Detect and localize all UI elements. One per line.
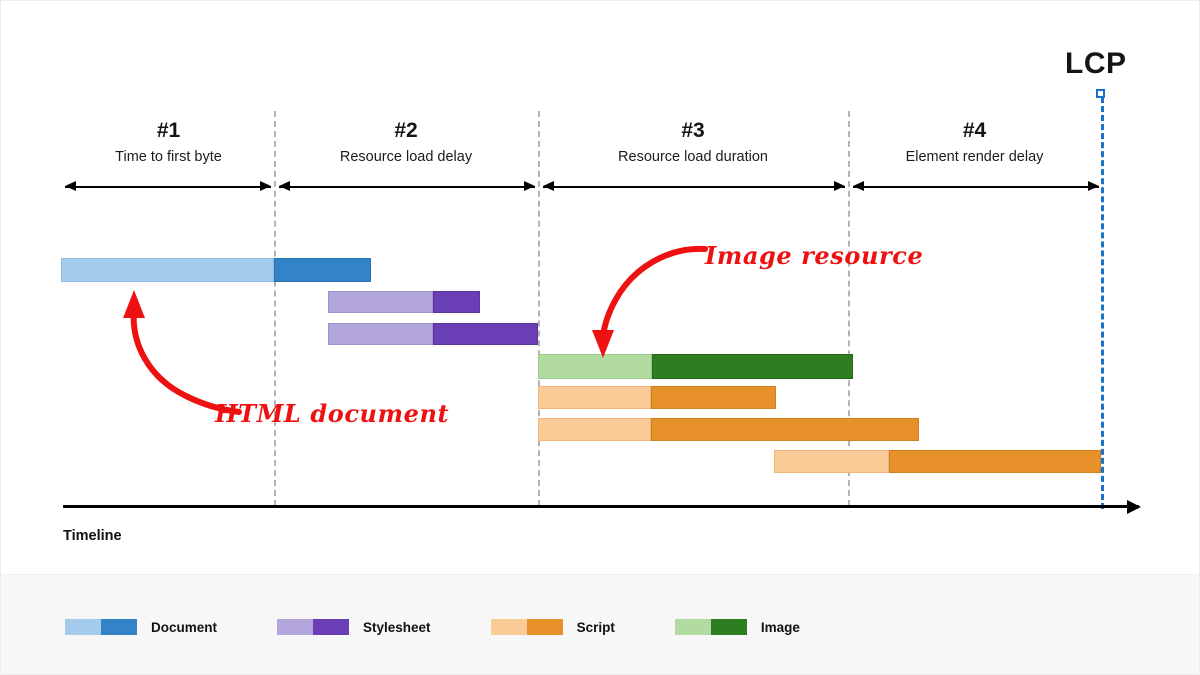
bar-segment-transfer [433,323,538,345]
legend-label-stylesheet: Stylesheet [363,619,431,635]
arrow-head-right-icon [260,181,271,191]
swatch-light [65,619,101,635]
bar-segment-transfer [433,291,480,313]
bar-segment-wait [538,354,652,379]
bar-segment-wait [328,291,433,313]
gridline-phase-1-2 [274,111,276,506]
html-document-annotation-text: HTML document [215,399,450,428]
arrow-shaft [65,186,271,188]
swatch-light [277,619,314,635]
legend-label-document: Document [151,619,218,635]
bar-segment-wait [61,258,274,282]
legend-swatch-stylesheet [277,619,350,635]
gridline-phase-2-3 [538,111,540,506]
phase-4-number: #4 [962,119,987,142]
phase-2-measure-arrow [279,181,535,192]
image-resource-annotation-arrow-icon [592,245,708,358]
swatch-light [674,619,711,635]
legend-swatch-script [490,619,563,635]
bar-segment-transfer [889,450,1101,473]
bar-segment-wait [774,450,889,473]
swatch-dark [526,619,563,635]
bar-script-3 [774,450,1101,473]
phase-2-name: Resource load delay [339,149,473,166]
arrow-head-right-icon [524,181,535,191]
phase-1: #1 Time to first byte [63,119,274,167]
bar-stylesheet-1 [328,291,480,313]
legend-item-stylesheet: Stylesheet [277,619,431,635]
image-resource-annotation-text: Image resource [705,241,924,270]
bar-segment-transfer [651,418,919,441]
bar-segment-transfer [652,354,853,379]
bar-segment-transfer [274,258,371,282]
phase-4-name: Element render delay [905,149,1044,166]
phase-1-number: #1 [156,119,181,142]
legend-items: Document Stylesheet Script [65,619,860,635]
bar-segment-transfer [651,386,776,409]
legend-item-image: Image [674,619,800,635]
phase-2: #2 Resource load delay [274,119,538,167]
arrow-shaft [853,186,1099,188]
timeline-axis-label: Timeline [63,528,122,544]
bar-script-2 [538,418,919,441]
phase-3: #3 Resource load duration [538,119,848,167]
phase-4: #4 Element render delay [848,119,1101,167]
legend-item-document: Document [65,619,217,635]
phase-3-measure-arrow [543,181,845,192]
bar-stylesheet-2 [328,323,538,345]
legend-label-script: Script [576,619,615,635]
timeline-axis [63,505,1139,508]
timeline-axis-arrow-icon [1127,500,1141,514]
phase-3-number: #3 [681,119,705,142]
phase-4-measure-arrow [853,181,1099,192]
arrow-shaft [279,186,535,188]
bar-image [538,354,853,379]
gridline-phase-3-4 [848,111,850,506]
swatch-light [490,619,527,635]
chart-plot-area: LCP #1 Time to first byte #2 Resource lo… [1,1,1199,574]
phase-1-name: Time to first byte [115,149,222,166]
swatch-dark [101,619,137,635]
legend-swatch-document [65,619,137,635]
legend-item-script: Script [490,619,615,635]
arrow-head-right-icon [1088,181,1099,191]
bar-segment-wait [328,323,433,345]
swatch-dark [710,619,747,635]
phase-1-measure-arrow [65,181,271,192]
bar-segment-wait [538,386,651,409]
lcp-marker-square [1096,89,1105,98]
chart-legend: Document Stylesheet Script [1,574,1199,674]
arrow-shaft [543,186,845,188]
lcp-label: LCP [1065,47,1127,80]
bar-script-1 [538,386,776,409]
arrow-head-right-icon [834,181,845,191]
legend-label-image: Image [760,619,800,635]
phase-2-number: #2 [394,119,418,142]
phase-3-name: Resource load duration [618,149,768,166]
swatch-dark [313,619,350,635]
bar-document [61,258,371,282]
lcp-marker-line [1101,97,1104,509]
bar-segment-wait [538,418,651,441]
legend-swatch-image [674,619,747,635]
